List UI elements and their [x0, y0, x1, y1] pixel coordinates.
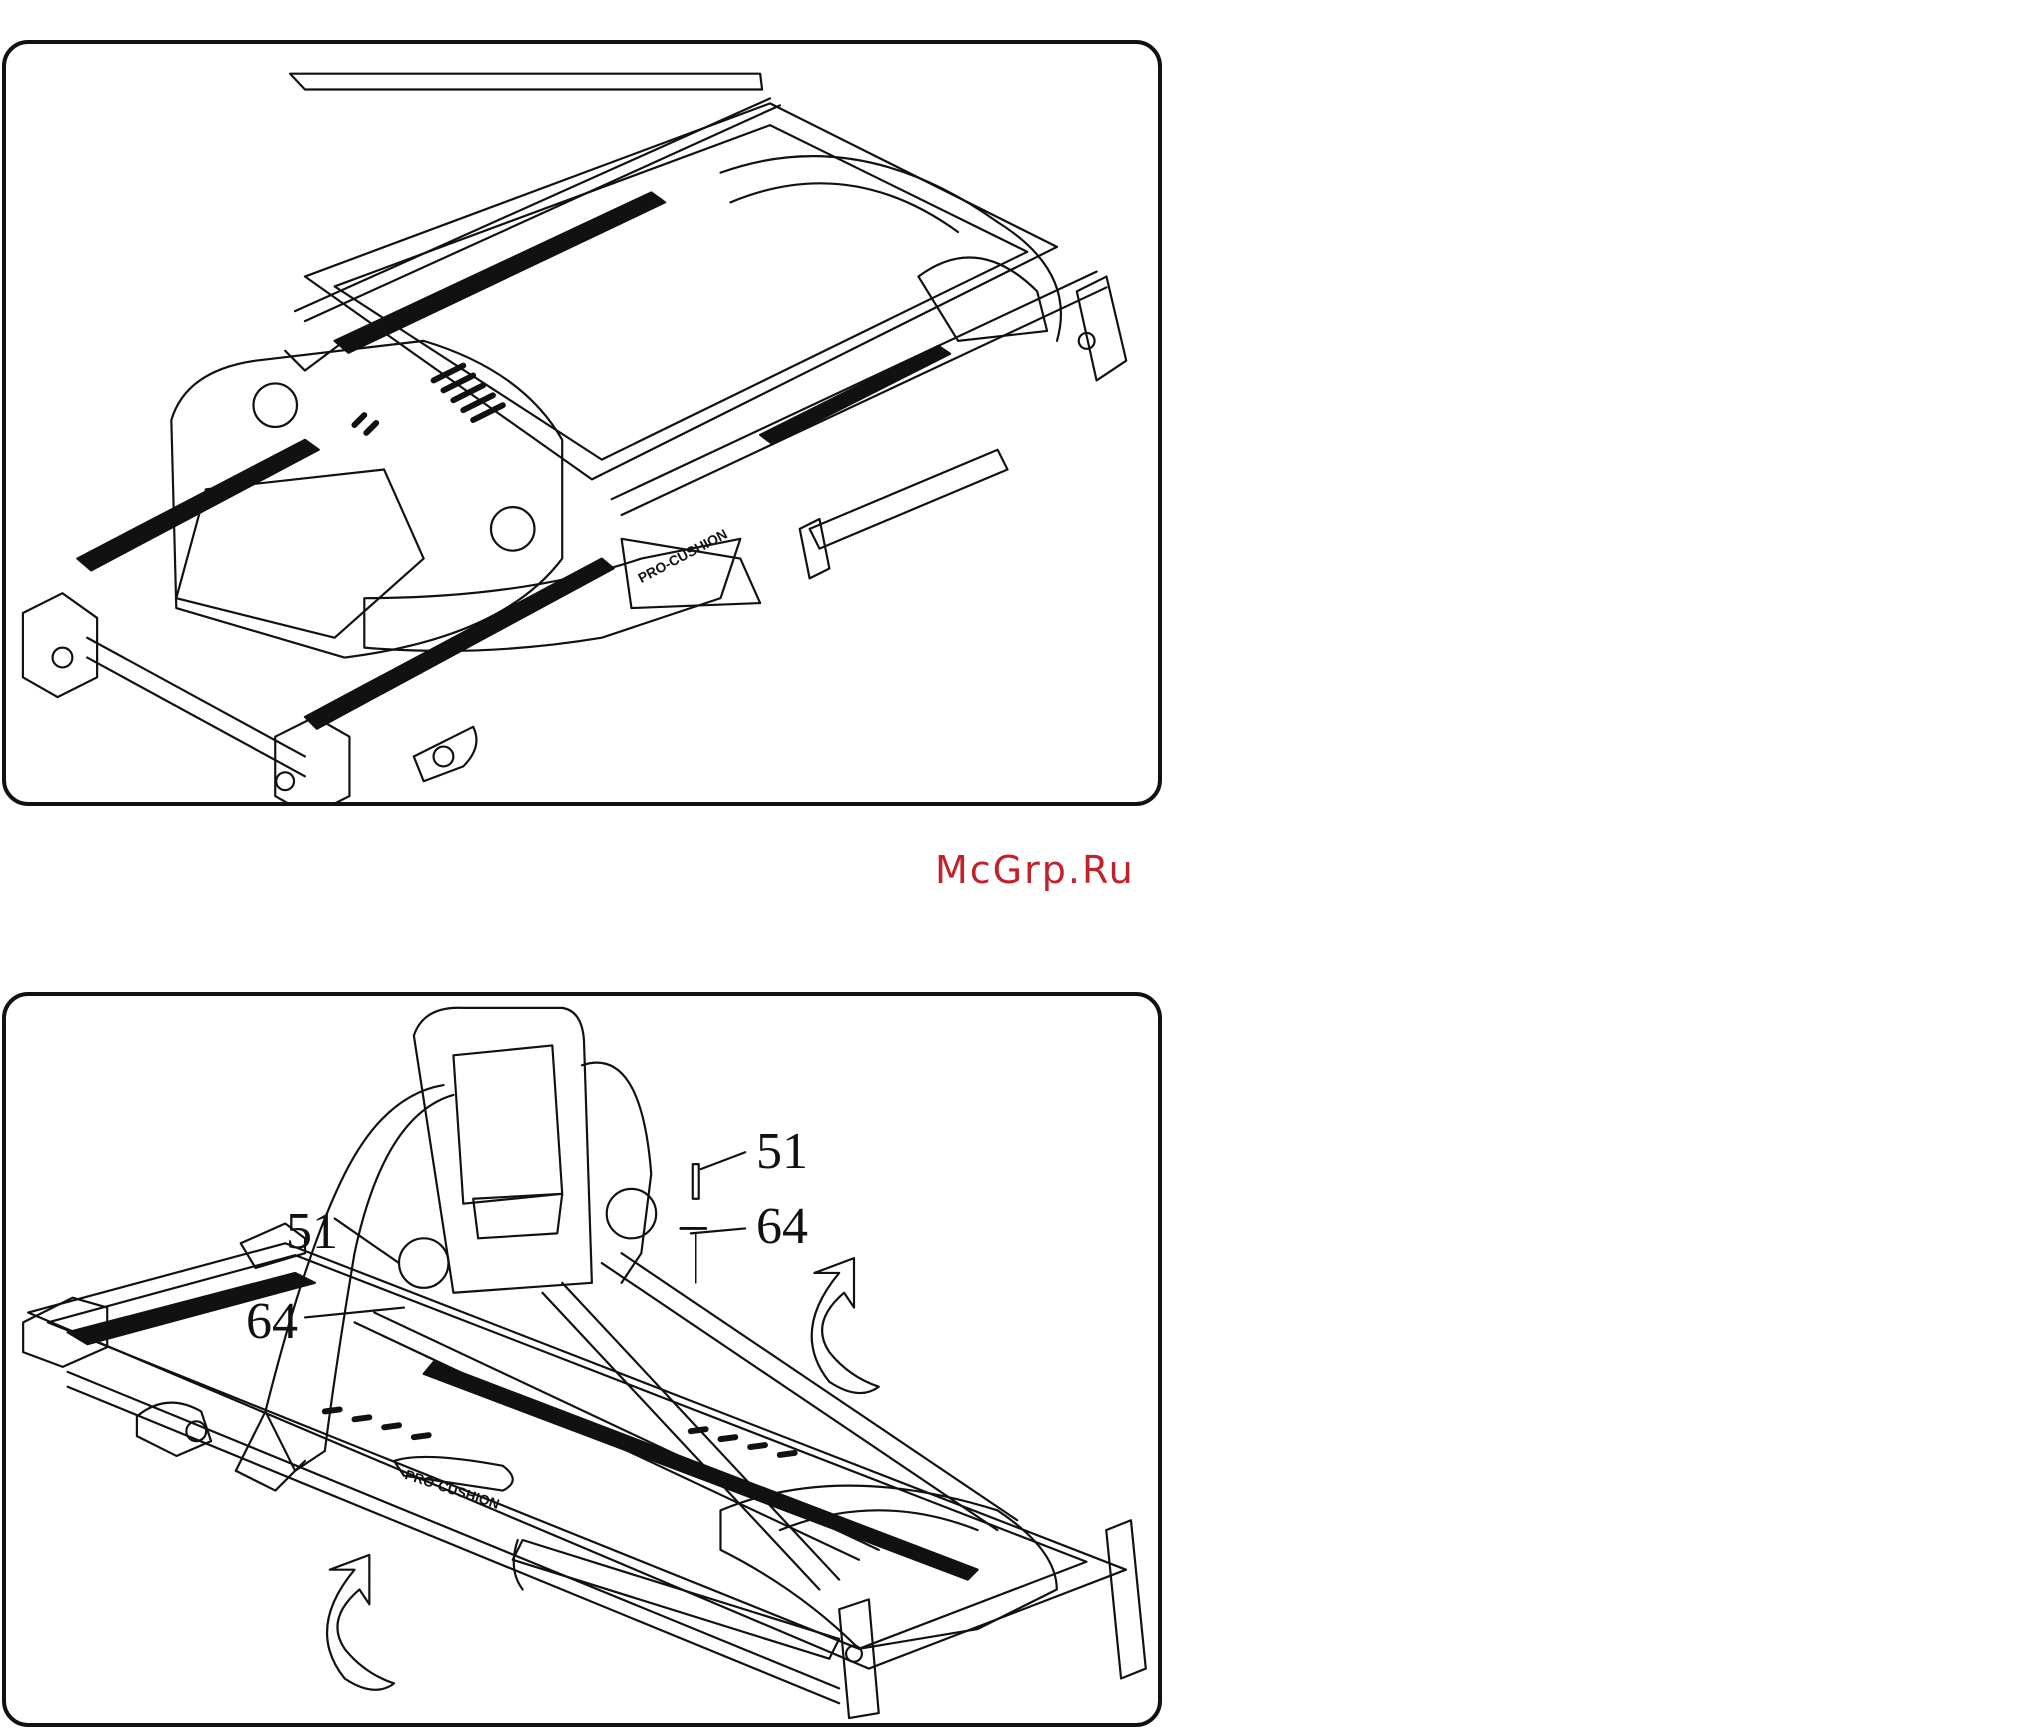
figure-folded-treadmill-top-view: PRO-CUSHION — [2, 40, 1162, 806]
leader-line-51-left — [335, 1219, 399, 1264]
figure-unfolding-treadmill: PRO-CUSHION 51 64 51 64 — [2, 992, 1162, 1727]
bolt-icon — [693, 1164, 699, 1199]
rotate-arrow-icon-right — [812, 1258, 879, 1393]
callout-51-left: 51 — [286, 1206, 338, 1258]
callout-64-right: 64 — [756, 1201, 808, 1253]
rotate-arrow-icon-left — [327, 1555, 394, 1690]
callout-51-right: 51 — [756, 1126, 808, 1178]
pro-cushion-label: PRO-CUSHION — [635, 526, 729, 586]
leader-line-51-right — [701, 1152, 746, 1169]
treadmill-unfold-illustration: PRO-CUSHION — [6, 996, 1158, 1723]
watermark-text: McGrp.Ru — [935, 848, 1135, 892]
callout-64-left: 64 — [246, 1296, 298, 1348]
leader-line-64-left — [305, 1308, 404, 1318]
treadmill-top-illustration: PRO-CUSHION — [6, 44, 1158, 802]
